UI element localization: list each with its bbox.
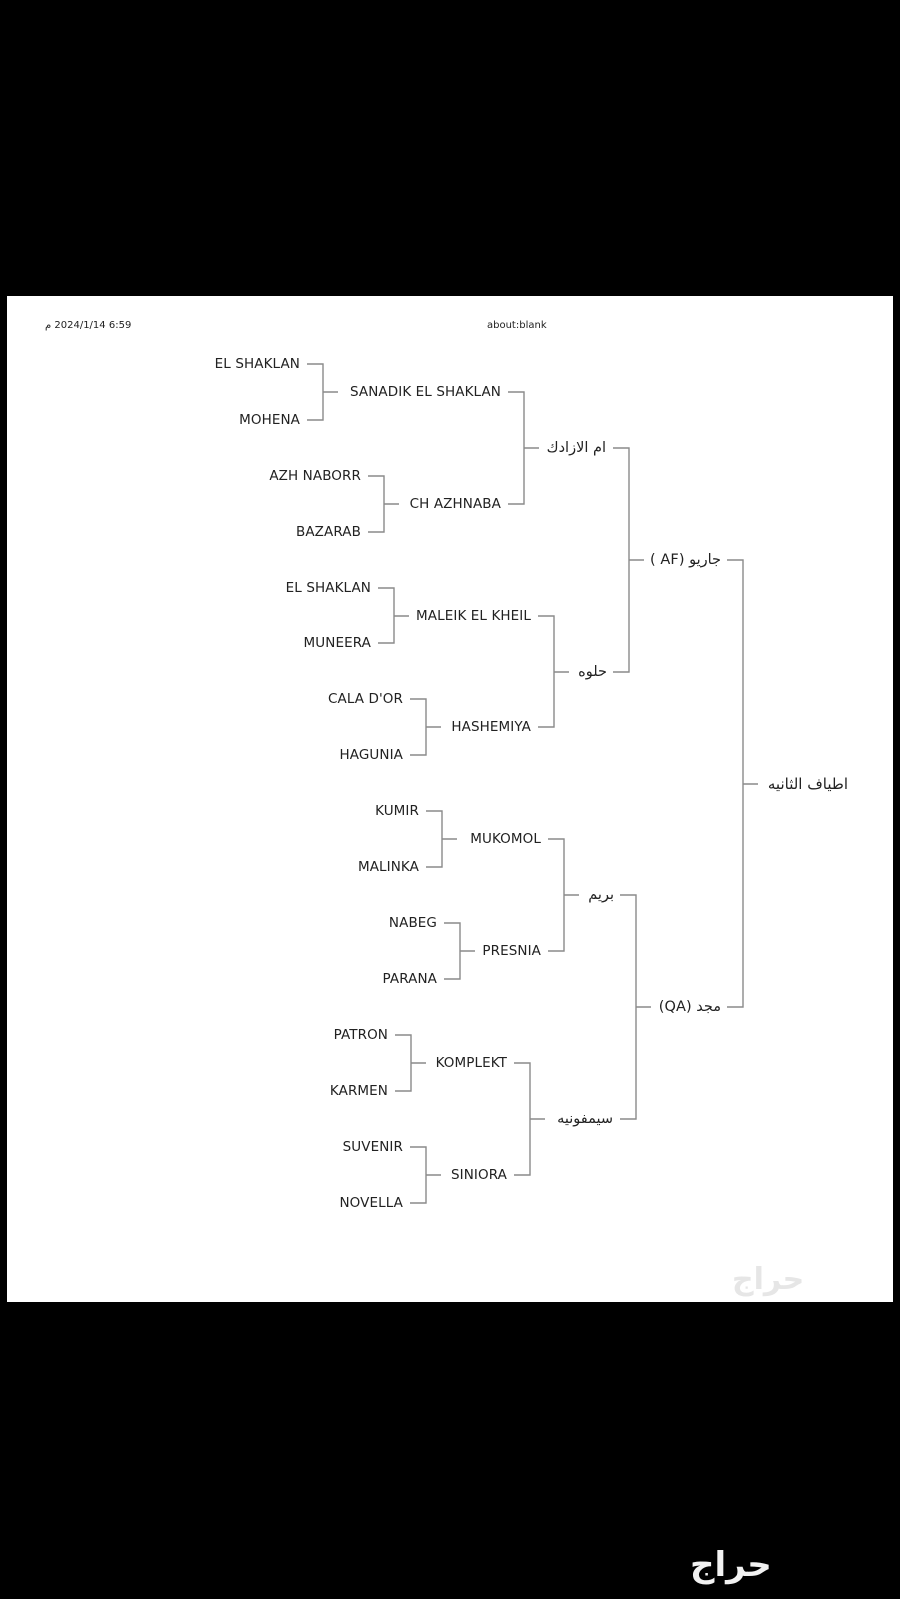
g3-name: HASHEMIYA xyxy=(451,719,531,735)
sire-sire-name: ام الازادك xyxy=(546,440,606,456)
g4-name: EL SHAKLAN xyxy=(285,580,371,596)
g4-name: MOHENA xyxy=(239,412,300,428)
g3-name: MALEIK EL KHEIL xyxy=(416,608,531,624)
g4-name: MUNEERA xyxy=(303,635,371,651)
g4-name: MALINKA xyxy=(357,859,419,875)
bracket-line xyxy=(410,1146,441,1204)
bracket-line xyxy=(508,391,539,505)
bracket-line xyxy=(410,698,441,756)
g3-name: PRESNIA xyxy=(482,943,541,959)
bracket-line xyxy=(620,894,651,1120)
dam-sire-name: بريم xyxy=(588,887,614,903)
print-url: about:blank xyxy=(487,320,547,331)
horse-name: اطياف الثانيه xyxy=(767,775,848,793)
g4-name: NOVELLA xyxy=(339,1195,403,1211)
g4-name: CALA D'OR xyxy=(327,691,403,707)
bracket-line xyxy=(378,587,409,644)
g4-name: PATRON xyxy=(333,1027,388,1043)
bracket-line xyxy=(444,922,475,980)
bracket-line xyxy=(613,447,644,673)
haraj-logo: حراج xyxy=(690,1545,772,1585)
dam-dam-name: سيمفونيه xyxy=(557,1111,613,1127)
g4-name: BAZARAB xyxy=(295,524,361,540)
g3-name: CH AZHNABA xyxy=(409,496,501,512)
bracket-line xyxy=(307,363,338,421)
g4-name: PARANA xyxy=(382,971,437,987)
g4-name: HAGUNIA xyxy=(339,747,403,763)
bracket-line xyxy=(514,1062,545,1176)
bracket-line xyxy=(368,475,399,533)
g4-name: SUVENIR xyxy=(342,1139,403,1155)
bracket-line xyxy=(395,1034,426,1092)
document-page xyxy=(7,296,893,1302)
g4-name: NABEG xyxy=(388,915,437,931)
g4-name: KUMIR xyxy=(375,803,419,819)
g4-name: EL SHAKLAN xyxy=(214,356,300,372)
bracket-line xyxy=(727,559,758,1008)
sire-dam-name: حلوه xyxy=(578,664,607,680)
g3-name: SINIORA xyxy=(450,1167,507,1183)
sire-name: جاريو (AF ) xyxy=(649,552,721,568)
bracket-line xyxy=(548,838,579,952)
g4-name: AZH NABORR xyxy=(269,468,361,484)
g4-name: KARMEN xyxy=(329,1083,388,1099)
haraj-watermark: حراج xyxy=(732,1262,805,1297)
g3-name: SANADIK EL SHAKLAN xyxy=(349,384,501,400)
bracket-line xyxy=(538,615,569,728)
g3-name: MUKOMOL xyxy=(470,831,541,847)
dam-name: مجد (QA) xyxy=(658,999,721,1015)
bracket-line xyxy=(426,810,457,868)
print-timestamp: 6:59 2024/1/14 م xyxy=(45,320,132,331)
g3-name: KOMPLEKT xyxy=(435,1055,507,1071)
